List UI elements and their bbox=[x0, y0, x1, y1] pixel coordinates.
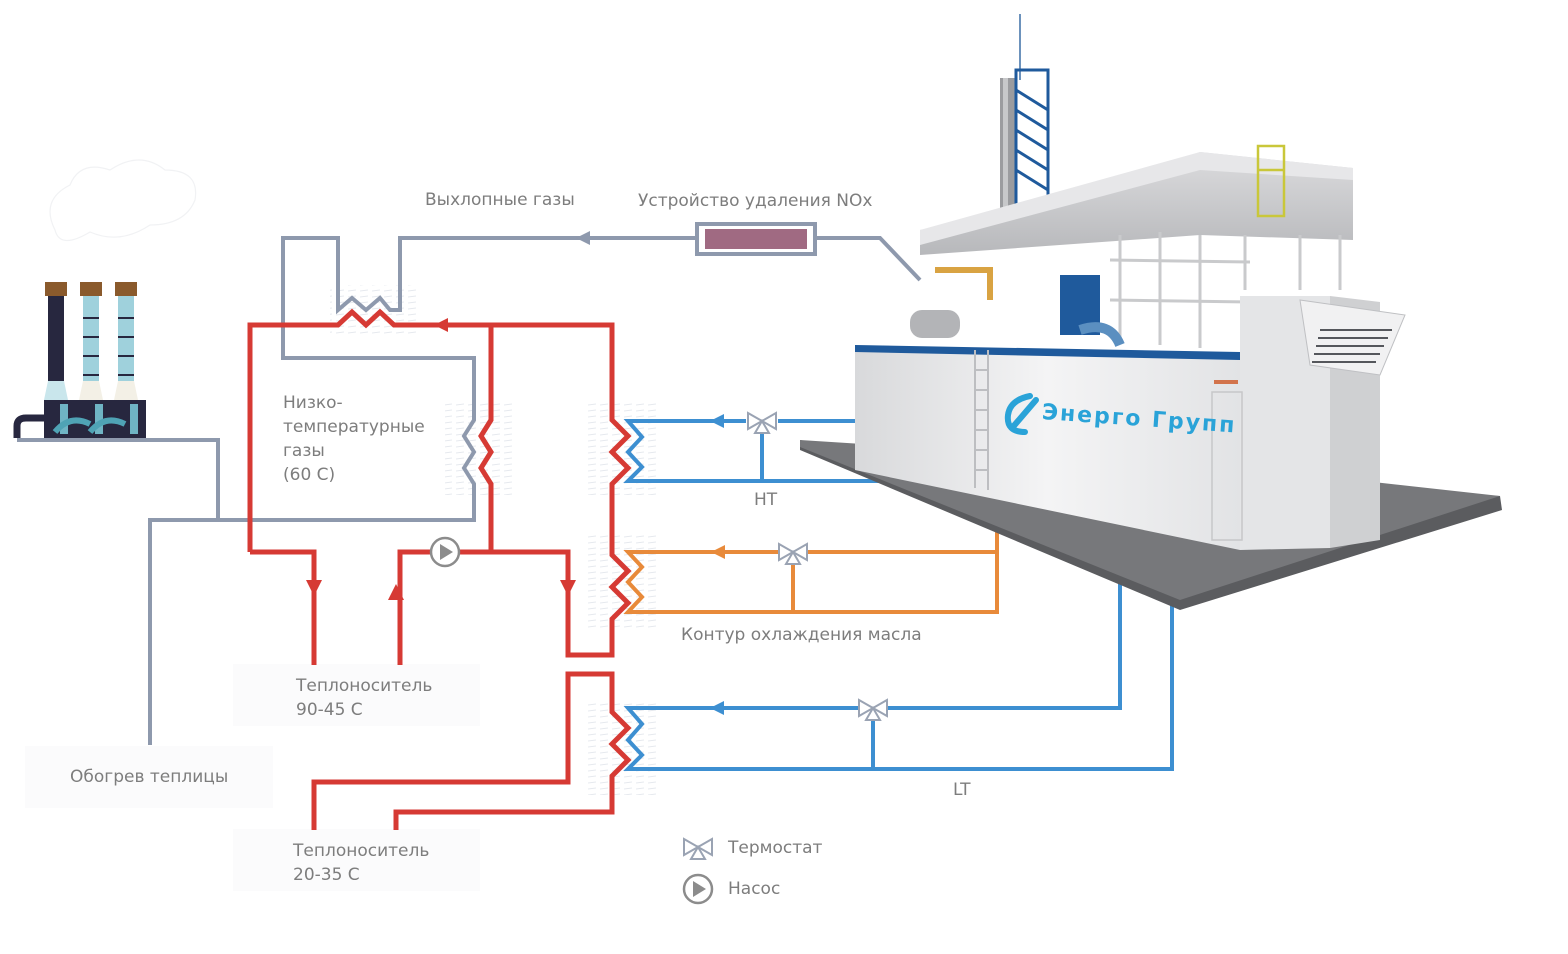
oil-cooling-circuit-label: Контур охлаждения масла bbox=[681, 625, 922, 645]
ht-thermostat-valve-icon bbox=[747, 411, 777, 434]
oil-cooling-pipe bbox=[623, 520, 999, 614]
hot-water-flow-arrow bbox=[306, 580, 322, 596]
oil-thermostat-valve-icon bbox=[778, 542, 808, 565]
hot-water-flow-arrow bbox=[560, 580, 576, 596]
coolant-cold-panel bbox=[233, 829, 480, 891]
oil-flow-arrow bbox=[711, 545, 725, 559]
hot-water-pipe bbox=[247, 308, 632, 830]
lt-thermostat-valve-icon bbox=[858, 698, 888, 721]
ht-flow-arrow bbox=[710, 414, 724, 428]
greenhouse-panel bbox=[25, 746, 273, 808]
chp-container-unit bbox=[800, 14, 1502, 610]
exhaust-gas-pipe bbox=[17, 236, 922, 745]
legend-item-pump: Насос bbox=[682, 873, 780, 905]
coolant-hot-label: Теплоноситель 90-45 С bbox=[296, 676, 433, 720]
legend-label-thermostat: Термостат bbox=[728, 838, 823, 858]
lt-cooling-pipe bbox=[623, 565, 1174, 771]
lt-circuit-label: LT bbox=[953, 780, 971, 800]
brand-logo-icon bbox=[1004, 393, 1039, 435]
exhaust-flow-arrow bbox=[576, 231, 590, 245]
low-temp-gases-label: Низко- температурные газы (60 С) bbox=[283, 393, 425, 485]
ht-cooling-pipe bbox=[623, 419, 900, 483]
pump-icon bbox=[682, 873, 714, 905]
hot-water-flow-arrow bbox=[434, 318, 448, 332]
pump-icon bbox=[429, 536, 461, 568]
coolant-hot-panel bbox=[233, 664, 480, 726]
greenhouse-building-icon bbox=[13, 159, 197, 438]
nox-removal-device bbox=[695, 222, 817, 256]
coolant-cold-label: Теплоноситель 20-35 С bbox=[293, 841, 430, 885]
nox-device-label: Устройство удаления NOx bbox=[638, 191, 873, 211]
ht-circuit-label: HT bbox=[754, 490, 778, 510]
legend-item-thermostat: Термостат bbox=[682, 835, 822, 861]
hot-water-flow-arrow bbox=[388, 584, 404, 600]
exhaust-gases-label: Выхлопные газы bbox=[425, 190, 575, 210]
thermostat-valve-icon bbox=[683, 837, 713, 860]
lt-flow-arrow bbox=[710, 701, 724, 715]
greenhouse-heating-label: Обогрев теплицы bbox=[70, 767, 229, 787]
legend-label-pump: Насос bbox=[728, 879, 781, 899]
